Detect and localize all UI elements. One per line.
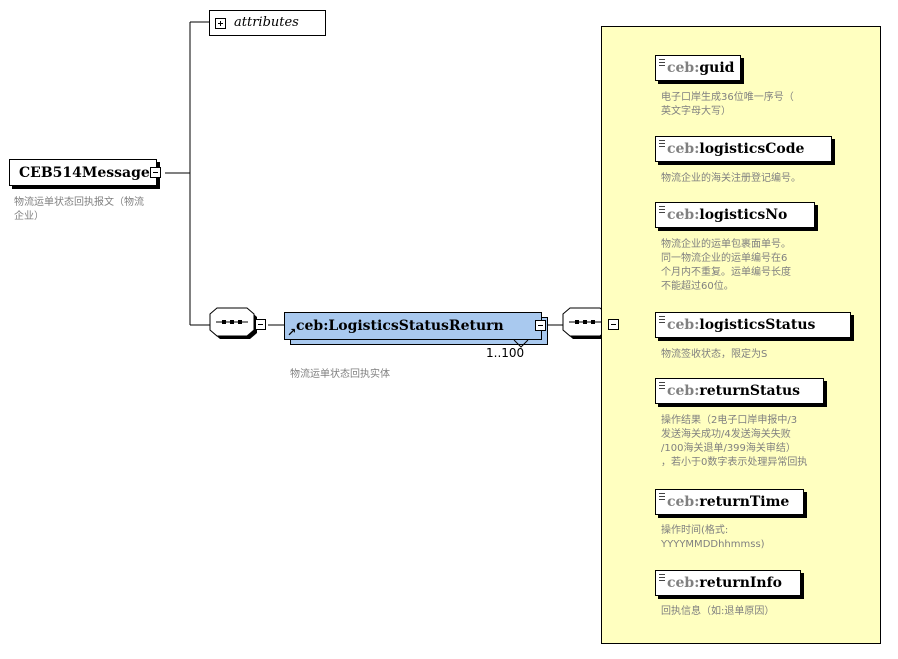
element-doc-returnInfo: 回执信息（如:退单原因） bbox=[661, 605, 774, 619]
element-doc-returnStatus: 操作结果（2电子口岸申报中/3 发送海关成功/4发送海关失败/100海关退单/39… bbox=[661, 414, 807, 470]
element-name: guid bbox=[699, 60, 735, 76]
doc-line: 操作结果（2电子口岸申报中/3 bbox=[661, 415, 798, 426]
sequence-compositor-left bbox=[209, 307, 257, 339]
doc-line: YYYYMMDDhhmmss) bbox=[661, 539, 765, 550]
element-name: logisticsNo bbox=[699, 207, 788, 223]
doc-line: 物流企业的海关注册登记编号。 bbox=[661, 173, 801, 184]
element-icon bbox=[659, 140, 665, 147]
element-icon bbox=[659, 574, 665, 581]
link-arrow-icon: ↗ bbox=[287, 326, 297, 339]
main-element-name: LogisticsStatusReturn bbox=[328, 318, 504, 334]
doc-line: 不能超过60位。 bbox=[661, 281, 734, 292]
element-prefix: ceb: bbox=[667, 383, 700, 399]
element-prefix: ceb: bbox=[667, 575, 700, 591]
element-prefix: ceb: bbox=[667, 60, 700, 76]
element-name: logisticsStatus bbox=[699, 317, 816, 333]
attributes-label: attributes bbox=[234, 15, 299, 30]
doc-line: 物流运单状态回执实体 bbox=[290, 369, 390, 380]
collapse-icon[interactable] bbox=[150, 167, 161, 178]
element-node-logisticsNo[interactable]: ceb:logisticsNo bbox=[655, 202, 815, 228]
element-prefix: ceb: bbox=[667, 494, 700, 510]
sequence-compositor-right bbox=[562, 307, 610, 339]
doc-line: 个月内不重复。运单编号长度 bbox=[661, 267, 791, 278]
element-icon bbox=[659, 206, 665, 213]
element-node-guid[interactable]: ceb:guid bbox=[655, 55, 741, 81]
element-node-returnInfo[interactable]: ceb:returnInfo bbox=[655, 570, 801, 596]
main-element-doc: 物流运单状态回执实体 bbox=[290, 368, 390, 382]
element-prefix: ceb: bbox=[667, 317, 700, 333]
element-prefix: ceb: bbox=[667, 207, 700, 223]
collapse-icon[interactable] bbox=[608, 319, 619, 330]
doc-line: 发送海关成功/4发送海关失败 bbox=[661, 429, 791, 440]
doc-line: 物流签收状态，限定为S bbox=[661, 349, 768, 360]
element-name: returnTime bbox=[699, 494, 790, 510]
element-icon bbox=[659, 382, 665, 389]
element-name: returnStatus bbox=[699, 383, 801, 399]
element-doc-returnTime: 操作时间(格式: YYYYMMDDhhmmss) bbox=[661, 524, 765, 552]
doc-line: 物流运单状态回执报文（物流 bbox=[14, 197, 144, 208]
doc-line: 物流企业的运单包裹面单号。 bbox=[661, 239, 791, 250]
attributes-node[interactable]: attributes bbox=[209, 10, 326, 36]
collapse-icon[interactable] bbox=[535, 320, 546, 331]
doc-line: 回执信息（如:退单原因） bbox=[661, 606, 775, 617]
element-icon bbox=[659, 316, 665, 323]
element-node-returnTime[interactable]: ceb:returnTime bbox=[655, 489, 804, 515]
doc-line: 企业） bbox=[14, 211, 44, 222]
doc-line: ，若小于0数字表示处理异常回执 bbox=[661, 457, 808, 468]
root-element-doc: 物流运单状态回执报文（物流 企业） bbox=[14, 196, 144, 224]
doc-line: 电子口岸生成36位唯一序号（ bbox=[661, 92, 794, 103]
root-element-name: CEB514Message bbox=[19, 165, 150, 181]
element-icon bbox=[659, 59, 665, 66]
main-element-node[interactable]: ↗ ceb:LogisticsStatusReturn bbox=[284, 312, 542, 340]
main-cardinality: 1..100 bbox=[486, 346, 525, 360]
root-element-node[interactable]: CEB514Message bbox=[9, 159, 157, 186]
element-node-logisticsStatus[interactable]: ceb:logisticsStatus bbox=[655, 312, 851, 338]
element-name: returnInfo bbox=[699, 575, 782, 591]
element-doc-logisticsCode: 物流企业的海关注册登记编号。 bbox=[661, 172, 801, 186]
doc-line: 同一物流企业的运单编号在6 bbox=[661, 253, 788, 264]
element-node-logisticsCode[interactable]: ceb:logisticsCode bbox=[655, 136, 832, 162]
element-doc-logisticsStatus: 物流签收状态，限定为S bbox=[661, 348, 767, 362]
element-doc-logisticsNo: 物流企业的运单包裹面单号。同一物流企业的运单编号在6 个月内不重复。运单编号长度不… bbox=[661, 238, 791, 294]
element-node-returnStatus[interactable]: ceb:returnStatus bbox=[655, 378, 824, 404]
cardinality-marker bbox=[513, 340, 529, 348]
doc-line: 操作时间(格式: bbox=[661, 525, 729, 536]
doc-line: /100海关退单/399海关审结） bbox=[661, 443, 796, 454]
element-name: logisticsCode bbox=[699, 141, 805, 157]
collapse-icon[interactable] bbox=[255, 319, 266, 330]
element-doc-guid: 电子口岸生成36位唯一序号（ 英文字母大写） bbox=[661, 91, 794, 119]
element-prefix: ceb: bbox=[667, 141, 700, 157]
main-element-prefix: ceb: bbox=[296, 318, 329, 334]
expand-icon[interactable] bbox=[215, 18, 226, 29]
element-icon bbox=[659, 493, 665, 500]
doc-line: 英文字母大写） bbox=[661, 106, 731, 117]
